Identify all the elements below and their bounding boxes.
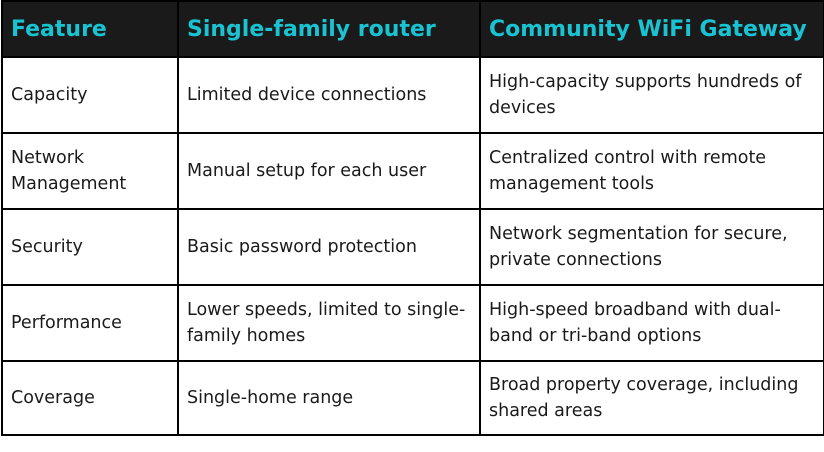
row-router-cell: Lower speeds, limited to single-family h…: [177, 284, 481, 362]
row-router-cell: Basic password protection: [177, 208, 481, 286]
header-community-wifi-gateway: Community WiFi Gateway: [479, 0, 824, 58]
table-row: Capacity Limited device connections High…: [1, 56, 824, 134]
row-feature-cell: Network Management: [1, 132, 179, 210]
row-gateway-cell: Broad property coverage, including share…: [479, 360, 824, 436]
row-router-cell: Manual setup for each user: [177, 132, 481, 210]
row-gateway-cell: Centralized control with remote manageme…: [479, 132, 824, 210]
row-gateway-cell: High-speed broadband with dual-band or t…: [479, 284, 824, 362]
row-feature-cell: Security: [1, 208, 179, 286]
row-gateway-cell: Network segmentation for secure, private…: [479, 208, 824, 286]
table-row: Network Management Manual setup for each…: [1, 132, 824, 210]
row-gateway-cell: High-capacity supports hundreds of devic…: [479, 56, 824, 134]
header-single-family-router: Single-family router: [177, 0, 481, 58]
row-feature-cell: Capacity: [1, 56, 179, 134]
table-row: Coverage Single-home range Broad propert…: [1, 360, 824, 436]
table-row: Performance Lower speeds, limited to sin…: [1, 284, 824, 362]
comparison-table: Feature Single-family router Community W…: [1, 0, 824, 436]
table-row: Security Basic password protection Netwo…: [1, 208, 824, 286]
row-router-cell: Single-home range: [177, 360, 481, 436]
header-feature: Feature: [1, 0, 179, 58]
table-header-row: Feature Single-family router Community W…: [1, 0, 824, 58]
row-router-cell: Limited device connections: [177, 56, 481, 134]
row-feature-cell: Performance: [1, 284, 179, 362]
row-feature-cell: Coverage: [1, 360, 179, 436]
